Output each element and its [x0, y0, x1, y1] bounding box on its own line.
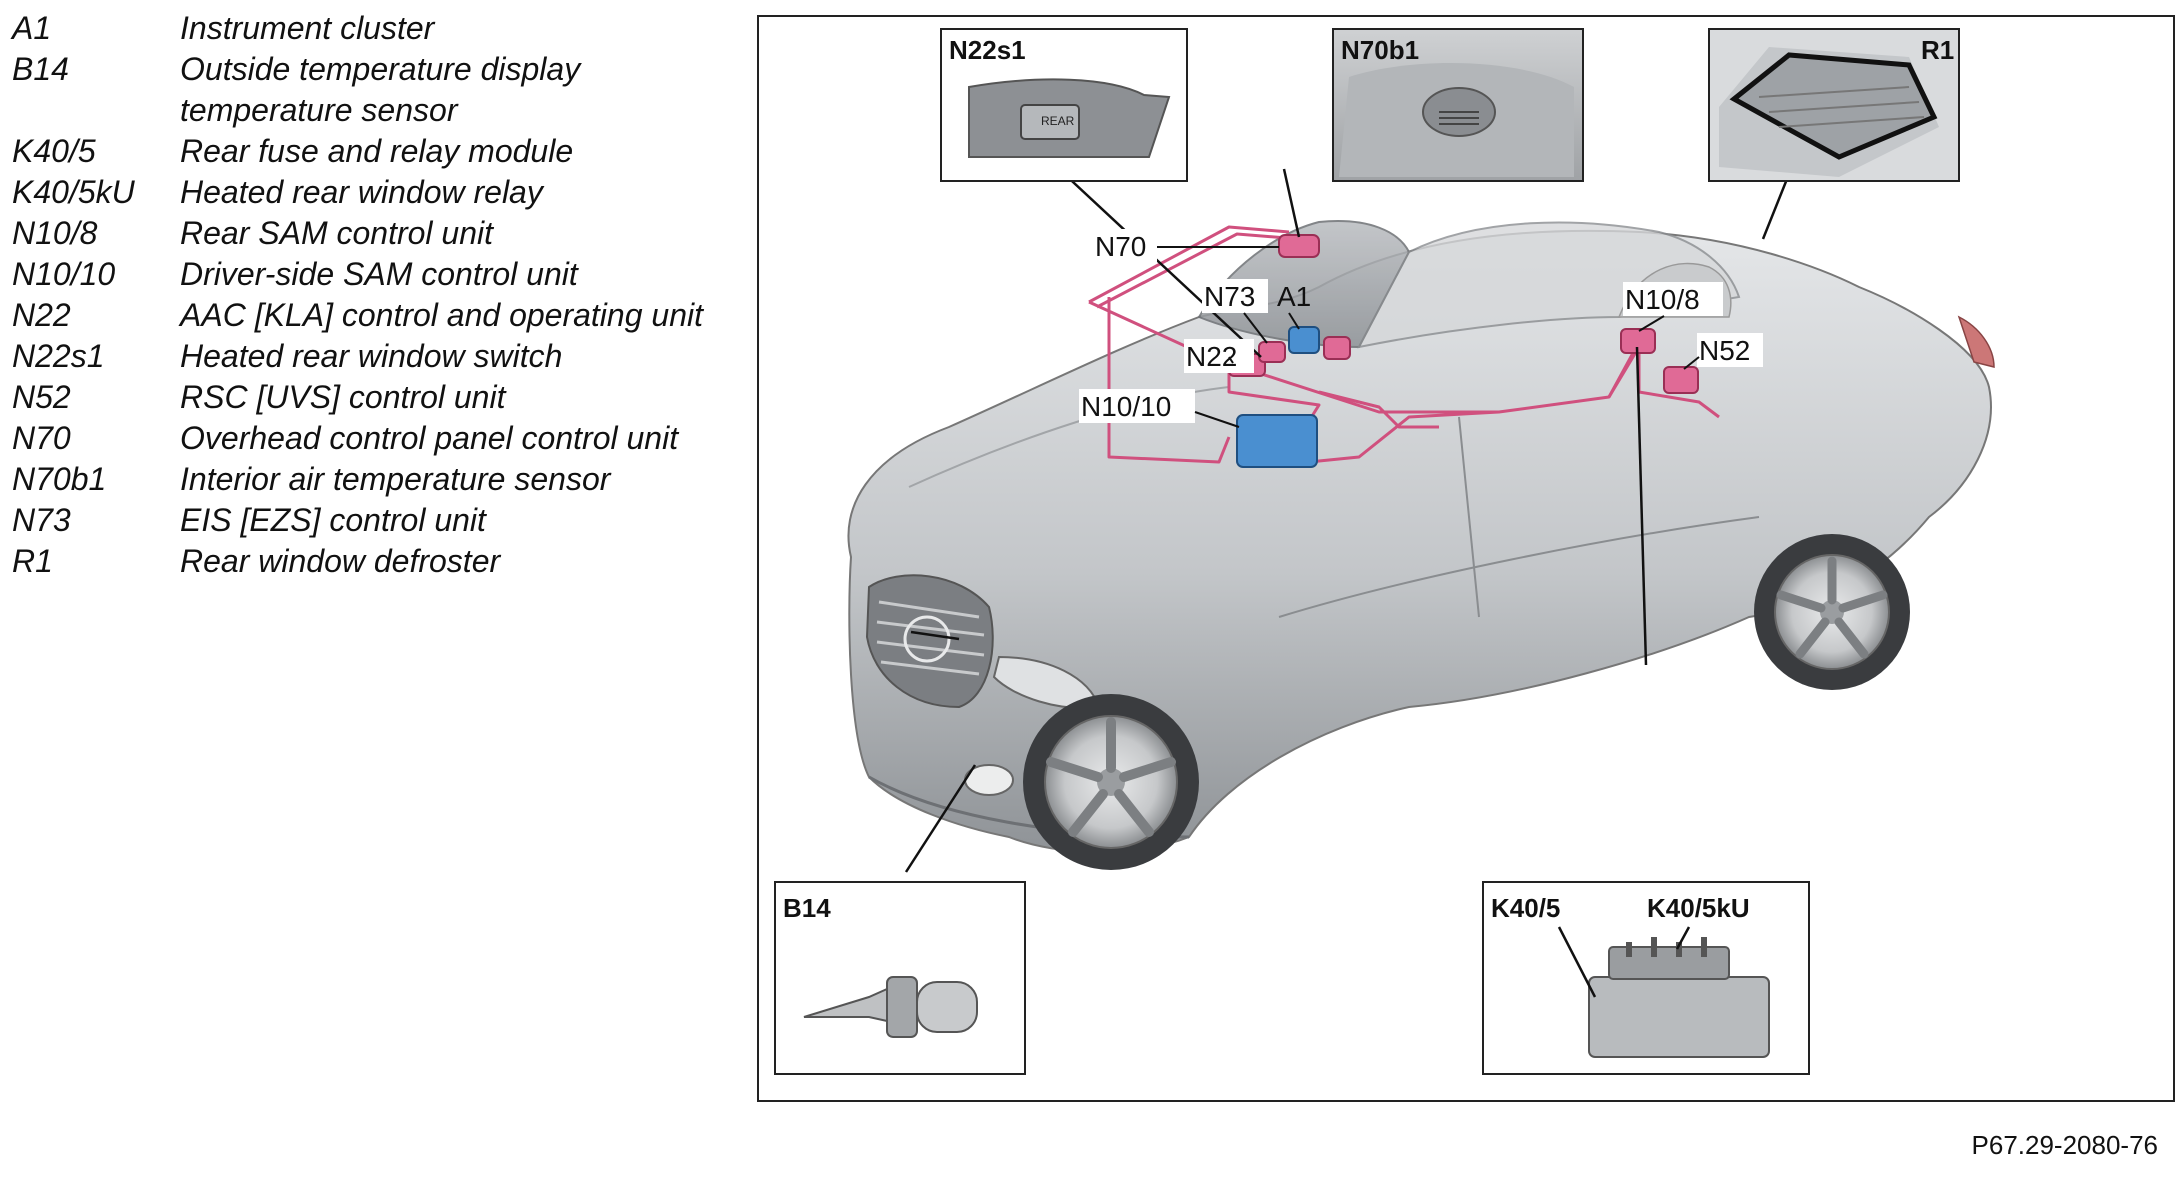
- legend-row: N10/10 Driver-side SAM control unit: [12, 254, 712, 295]
- legend-description: EIS [EZS] control unit: [180, 502, 486, 538]
- legend-code: N10/10: [12, 256, 116, 292]
- legend-description: RSC [UVS] control unit: [180, 379, 506, 415]
- legend-row: N52 RSC [UVS] control unit: [12, 377, 712, 418]
- callout-n70: N70: [1095, 231, 1146, 262]
- legend-description: Heated rear window relay: [180, 174, 543, 210]
- diagram-canvas: N22s1 REAR N70b1 R1 B14 K40/5 K40/5kU: [774, 28, 1995, 1075]
- module-n70: [1278, 234, 1320, 258]
- callout-n10-10: N10/10: [1081, 391, 1171, 422]
- callout-a1: A1: [1277, 281, 1311, 312]
- legend-row: N70 Overhead control panel control unit: [12, 418, 712, 459]
- front-wheel: [1023, 694, 1199, 870]
- callout-n22: N22: [1186, 341, 1237, 372]
- legend-row: N22 AAC [KLA] control and operating unit: [12, 295, 712, 336]
- legend-description: Interior air temperature sensor: [180, 461, 611, 497]
- legend-row: N70b1 Interior air temperature sensor: [12, 459, 712, 500]
- module-a1: [1288, 326, 1320, 354]
- module-a1-connector: [1323, 336, 1351, 360]
- legend-description: Instrument cluster: [180, 10, 435, 46]
- inset-label-k40-5: K40/5: [1491, 893, 1560, 923]
- callout-n73: N73: [1204, 281, 1255, 312]
- module-n10-10: [1236, 414, 1318, 468]
- legend-code: N22s1: [12, 338, 105, 374]
- legend-description: AAC [KLA] control and operating unit: [180, 297, 703, 333]
- module-n52: [1663, 366, 1699, 394]
- legend-row: N10/8 Rear SAM control unit: [12, 213, 712, 254]
- inset-label-r1: R1: [1921, 35, 1954, 65]
- legend-row: R1 Rear window defroster: [12, 541, 712, 582]
- legend-code: R1: [12, 543, 53, 579]
- legend-code: N70: [12, 420, 71, 456]
- legend-code: N10/8: [12, 215, 98, 251]
- car-callouts: N70 N73 A1 N22 N10/10 N10/8 N52: [1079, 229, 1763, 423]
- legend-description: Overhead control panel control unit: [180, 420, 679, 456]
- module-n73: [1258, 341, 1286, 363]
- legend-description: Driver-side SAM control unit: [180, 256, 578, 292]
- legend-description: Outside temperature display temperature …: [180, 51, 581, 128]
- inset-n70b1: N70b1: [1332, 28, 1584, 182]
- legend-row: N22s1 Heated rear window switch: [12, 336, 712, 377]
- legend-row: K40/5 Rear fuse and relay module: [12, 131, 712, 172]
- callout-n10-8: N10/8: [1625, 284, 1700, 315]
- inset-n22s1: N22s1 REAR: [940, 28, 1188, 182]
- legend-description: Heated rear window switch: [180, 338, 563, 374]
- legend-code: N52: [12, 379, 71, 415]
- legend-code: N70b1: [12, 461, 107, 497]
- callout-n52: N52: [1699, 335, 1750, 366]
- legend-description: Rear SAM control unit: [180, 215, 494, 251]
- inset-r1: R1: [1708, 28, 1960, 182]
- rear-wheel: [1754, 534, 1910, 690]
- callout-pointers: [1157, 246, 1700, 428]
- legend-code: K40/5: [12, 133, 96, 169]
- legend-code: N73: [12, 502, 71, 538]
- legend-row: B14 Outside temperature display temperatu…: [12, 49, 712, 131]
- legend-code: B14: [12, 51, 69, 87]
- inset-k40-5: K40/5 K40/5kU: [1482, 881, 1810, 1075]
- figure-code: P67.29-2080-76: [1971, 1130, 2158, 1160]
- legend-code: N22: [12, 297, 71, 333]
- switch-label: REAR: [1041, 114, 1075, 128]
- inset-label-k40-5ku: K40/5kU: [1647, 893, 1750, 923]
- legend-row: K40/5kU Heated rear window relay: [12, 172, 712, 213]
- legend-description: Rear fuse and relay module: [180, 133, 574, 169]
- legend-code: K40/5kU: [12, 174, 135, 210]
- legend-code: A1: [12, 10, 52, 46]
- legend-row: N73 EIS [EZS] control unit: [12, 500, 712, 541]
- car-illustration: [847, 220, 1995, 870]
- inset-label-b14: B14: [783, 893, 831, 923]
- inset-b14: B14: [774, 881, 1026, 1075]
- inset-label-n22s1: N22s1: [949, 35, 1026, 65]
- component-location-diagram: N22s1 REAR N70b1 R1 B14 K40/5 K40/5kU: [757, 15, 2175, 1102]
- legend-description: Rear window defroster: [180, 543, 501, 579]
- legend-row: A1 Instrument cluster: [12, 8, 712, 49]
- inset-label-n70b1: N70b1: [1341, 35, 1419, 65]
